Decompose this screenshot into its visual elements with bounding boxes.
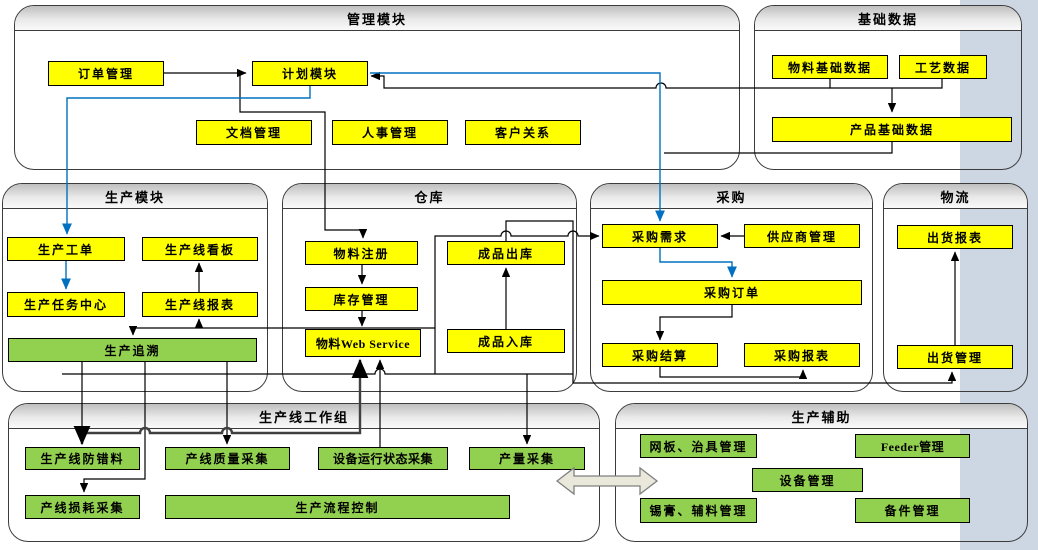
node-plan-module: 计划模块 <box>252 61 368 86</box>
node-inventory-management: 库存管理 <box>305 287 418 311</box>
node-line-loss-collection: 产线损耗采集 <box>25 495 140 519</box>
node-purchase-report: 采购报表 <box>744 343 860 367</box>
container-header: 生产模块 <box>3 184 267 209</box>
side-background-band <box>960 0 1038 550</box>
node-production-trace: 生产追溯 <box>8 338 257 362</box>
node-solder-paste-management: 锡膏、辅料管理 <box>640 498 757 523</box>
node-feeder-management: Feeder管理 <box>855 434 970 458</box>
container-header: 采购 <box>591 184 872 209</box>
node-line-error-proofing: 生产线防错料 <box>25 447 140 470</box>
container-header: 基础数据 <box>755 6 1021 31</box>
container-header: 管理模块 <box>15 6 739 31</box>
node-finished-goods-outbound: 成品出库 <box>447 241 565 265</box>
node-process-data: 工艺数据 <box>899 55 987 79</box>
container-header: 物流 <box>884 184 1027 209</box>
container-header: 生产辅助 <box>616 404 1027 429</box>
node-production-flow-control: 生产流程控制 <box>165 495 510 519</box>
node-equipment-status-collection: 设备运行状态采集 <box>318 447 448 470</box>
node-purchase-order: 采购订单 <box>602 280 862 305</box>
node-order-management: 订单管理 <box>48 61 164 86</box>
container-line-workgroup: 生产线工作组 <box>8 403 600 542</box>
node-stencil-fixture-management: 网板、治具管理 <box>640 434 757 458</box>
node-production-work-order: 生产工单 <box>7 237 125 261</box>
container-title: 基础数据 <box>857 11 918 27</box>
container-title: 生产辅助 <box>791 409 852 425</box>
node-customer-relations: 客户关系 <box>465 120 581 145</box>
node-hr-management: 人事管理 <box>332 120 448 145</box>
node-line-quality-collection: 产线质量采集 <box>165 447 290 470</box>
node-purchase-demand: 采购需求 <box>602 224 718 248</box>
container-title: 管理模块 <box>346 11 407 27</box>
node-finished-goods-inbound: 成品入库 <box>447 329 565 353</box>
node-production-line-report: 生产线报表 <box>142 292 258 317</box>
container-header: 仓库 <box>283 184 576 209</box>
container-management-module: 管理模块 <box>14 5 740 170</box>
node-output-collection: 产量采集 <box>469 447 585 470</box>
node-material-registration: 物料注册 <box>305 241 418 265</box>
container-title: 采购 <box>716 189 747 205</box>
node-production-line-kanban: 生产线看板 <box>142 237 258 261</box>
container-title: 生产模块 <box>104 189 165 205</box>
node-product-base-data: 产品基础数据 <box>772 117 1012 142</box>
container-production-aux: 生产辅助 <box>615 403 1028 542</box>
container-title: 物流 <box>940 189 971 205</box>
node-spare-parts-management: 备件管理 <box>855 498 970 523</box>
container-header: 生产线工作组 <box>9 404 599 429</box>
container-title: 生产线工作组 <box>258 409 349 425</box>
node-shipping-report: 出货报表 <box>897 225 1013 249</box>
node-equipment-management: 设备管理 <box>752 468 863 492</box>
node-supplier-management: 供应商管理 <box>744 224 860 248</box>
node-material-base-data: 物料基础数据 <box>772 55 888 79</box>
container-base-data: 基础数据 <box>754 5 1022 170</box>
node-purchase-settlement: 采购结算 <box>602 343 718 367</box>
container-title: 仓库 <box>414 189 445 205</box>
node-material-web-service: 物料Web Service <box>305 329 421 357</box>
node-production-task-center: 生产任务中心 <box>7 292 125 317</box>
node-document-management: 文档管理 <box>196 120 312 145</box>
node-shipping-management: 出货管理 <box>897 345 1013 369</box>
